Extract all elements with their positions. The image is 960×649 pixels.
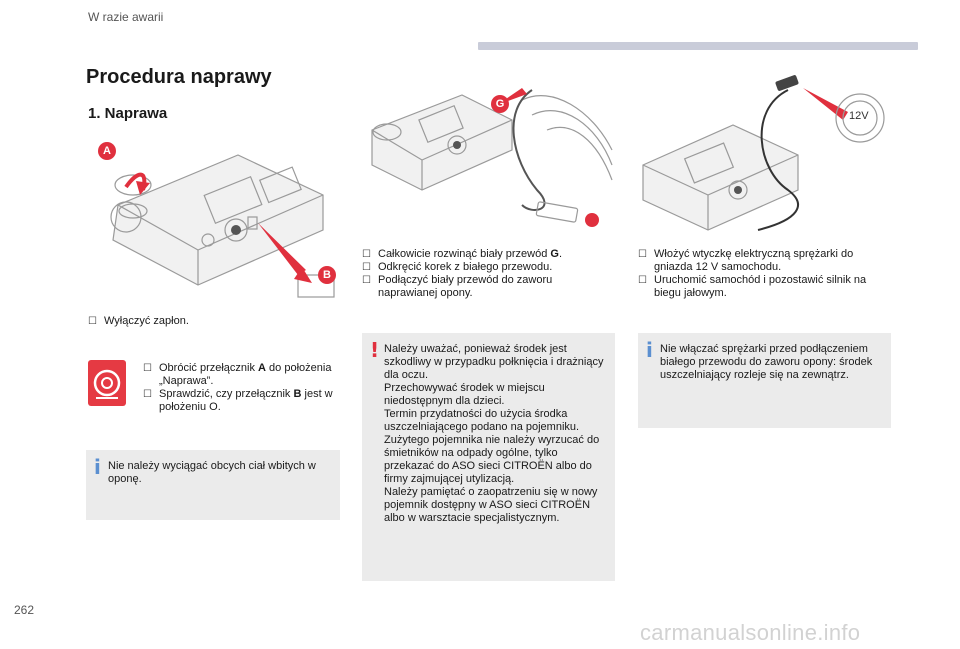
hose-illustration	[371, 88, 613, 227]
info-note-1: i Nie należy wyciągać obcych ciał wbityc…	[86, 450, 340, 520]
check-square-icon: ☐	[362, 249, 371, 260]
compressor-illustration	[110, 154, 335, 298]
rotary-switch-icon	[88, 360, 126, 406]
check-square-icon: ☐	[362, 262, 371, 273]
list-item: ☐Włożyć wtyczkę elektryczną sprężarki do…	[638, 248, 854, 273]
list-item: ☐Uruchomić samochód i pozostawić silnik …	[638, 274, 867, 299]
step-list-1: ☐Wyłączyć zapłon.	[88, 315, 328, 328]
callout-a: A	[98, 142, 116, 160]
list-item: ☐Podłączyć biały przewód do zaworu napra…	[362, 274, 553, 299]
section-title: 1. Naprawa	[88, 105, 168, 122]
list-item: ☐Całkowicie rozwinąć biały przewód G.	[362, 248, 563, 260]
list-item: ☐Sprawdzić, czy przełącznik B jest w poł…	[143, 388, 333, 413]
info-icon: i	[646, 338, 653, 362]
socket-12v-label: 12V	[849, 110, 869, 122]
step-list-3: ☐Całkowicie rozwinąć biały przewód G. ☐O…	[362, 248, 607, 300]
watermark: carmanualsonline.info	[640, 620, 861, 645]
info-icon: i	[94, 455, 101, 479]
plug-illustration	[642, 75, 885, 231]
callout-g: G	[491, 95, 509, 113]
section-label: W razie awarii	[88, 10, 164, 24]
list-item: ☐Obrócić przełącznik A do położenia „Nap…	[143, 362, 332, 387]
check-square-icon: ☐	[143, 363, 152, 374]
check-square-icon: ☐	[638, 249, 647, 260]
callout-b: B	[318, 266, 336, 284]
warning-note: ! Należy uważać, ponieważ środek jest sz…	[362, 333, 615, 581]
list-item: ☐Odkręcić korek z białego przewodu.	[362, 261, 553, 273]
list-item: ☐Wyłączyć zapłon.	[88, 315, 189, 327]
exclamation-icon: !	[370, 338, 380, 362]
check-square-icon: ☐	[88, 316, 97, 327]
check-square-icon: ☐	[143, 389, 152, 400]
header-bar	[478, 42, 918, 50]
page-title: Procedura naprawy	[86, 66, 272, 88]
page-number: 262	[14, 603, 35, 617]
check-square-icon: ☐	[362, 275, 371, 286]
info-note-2: i Nie włączać sprężarki przed podłączeni…	[638, 333, 891, 428]
check-square-icon: ☐	[638, 275, 647, 286]
step-list-4: ☐Włożyć wtyczkę elektryczną sprężarki do…	[638, 248, 888, 300]
step-list-2: ☐Obrócić przełącznik A do położenia „Nap…	[143, 362, 333, 414]
